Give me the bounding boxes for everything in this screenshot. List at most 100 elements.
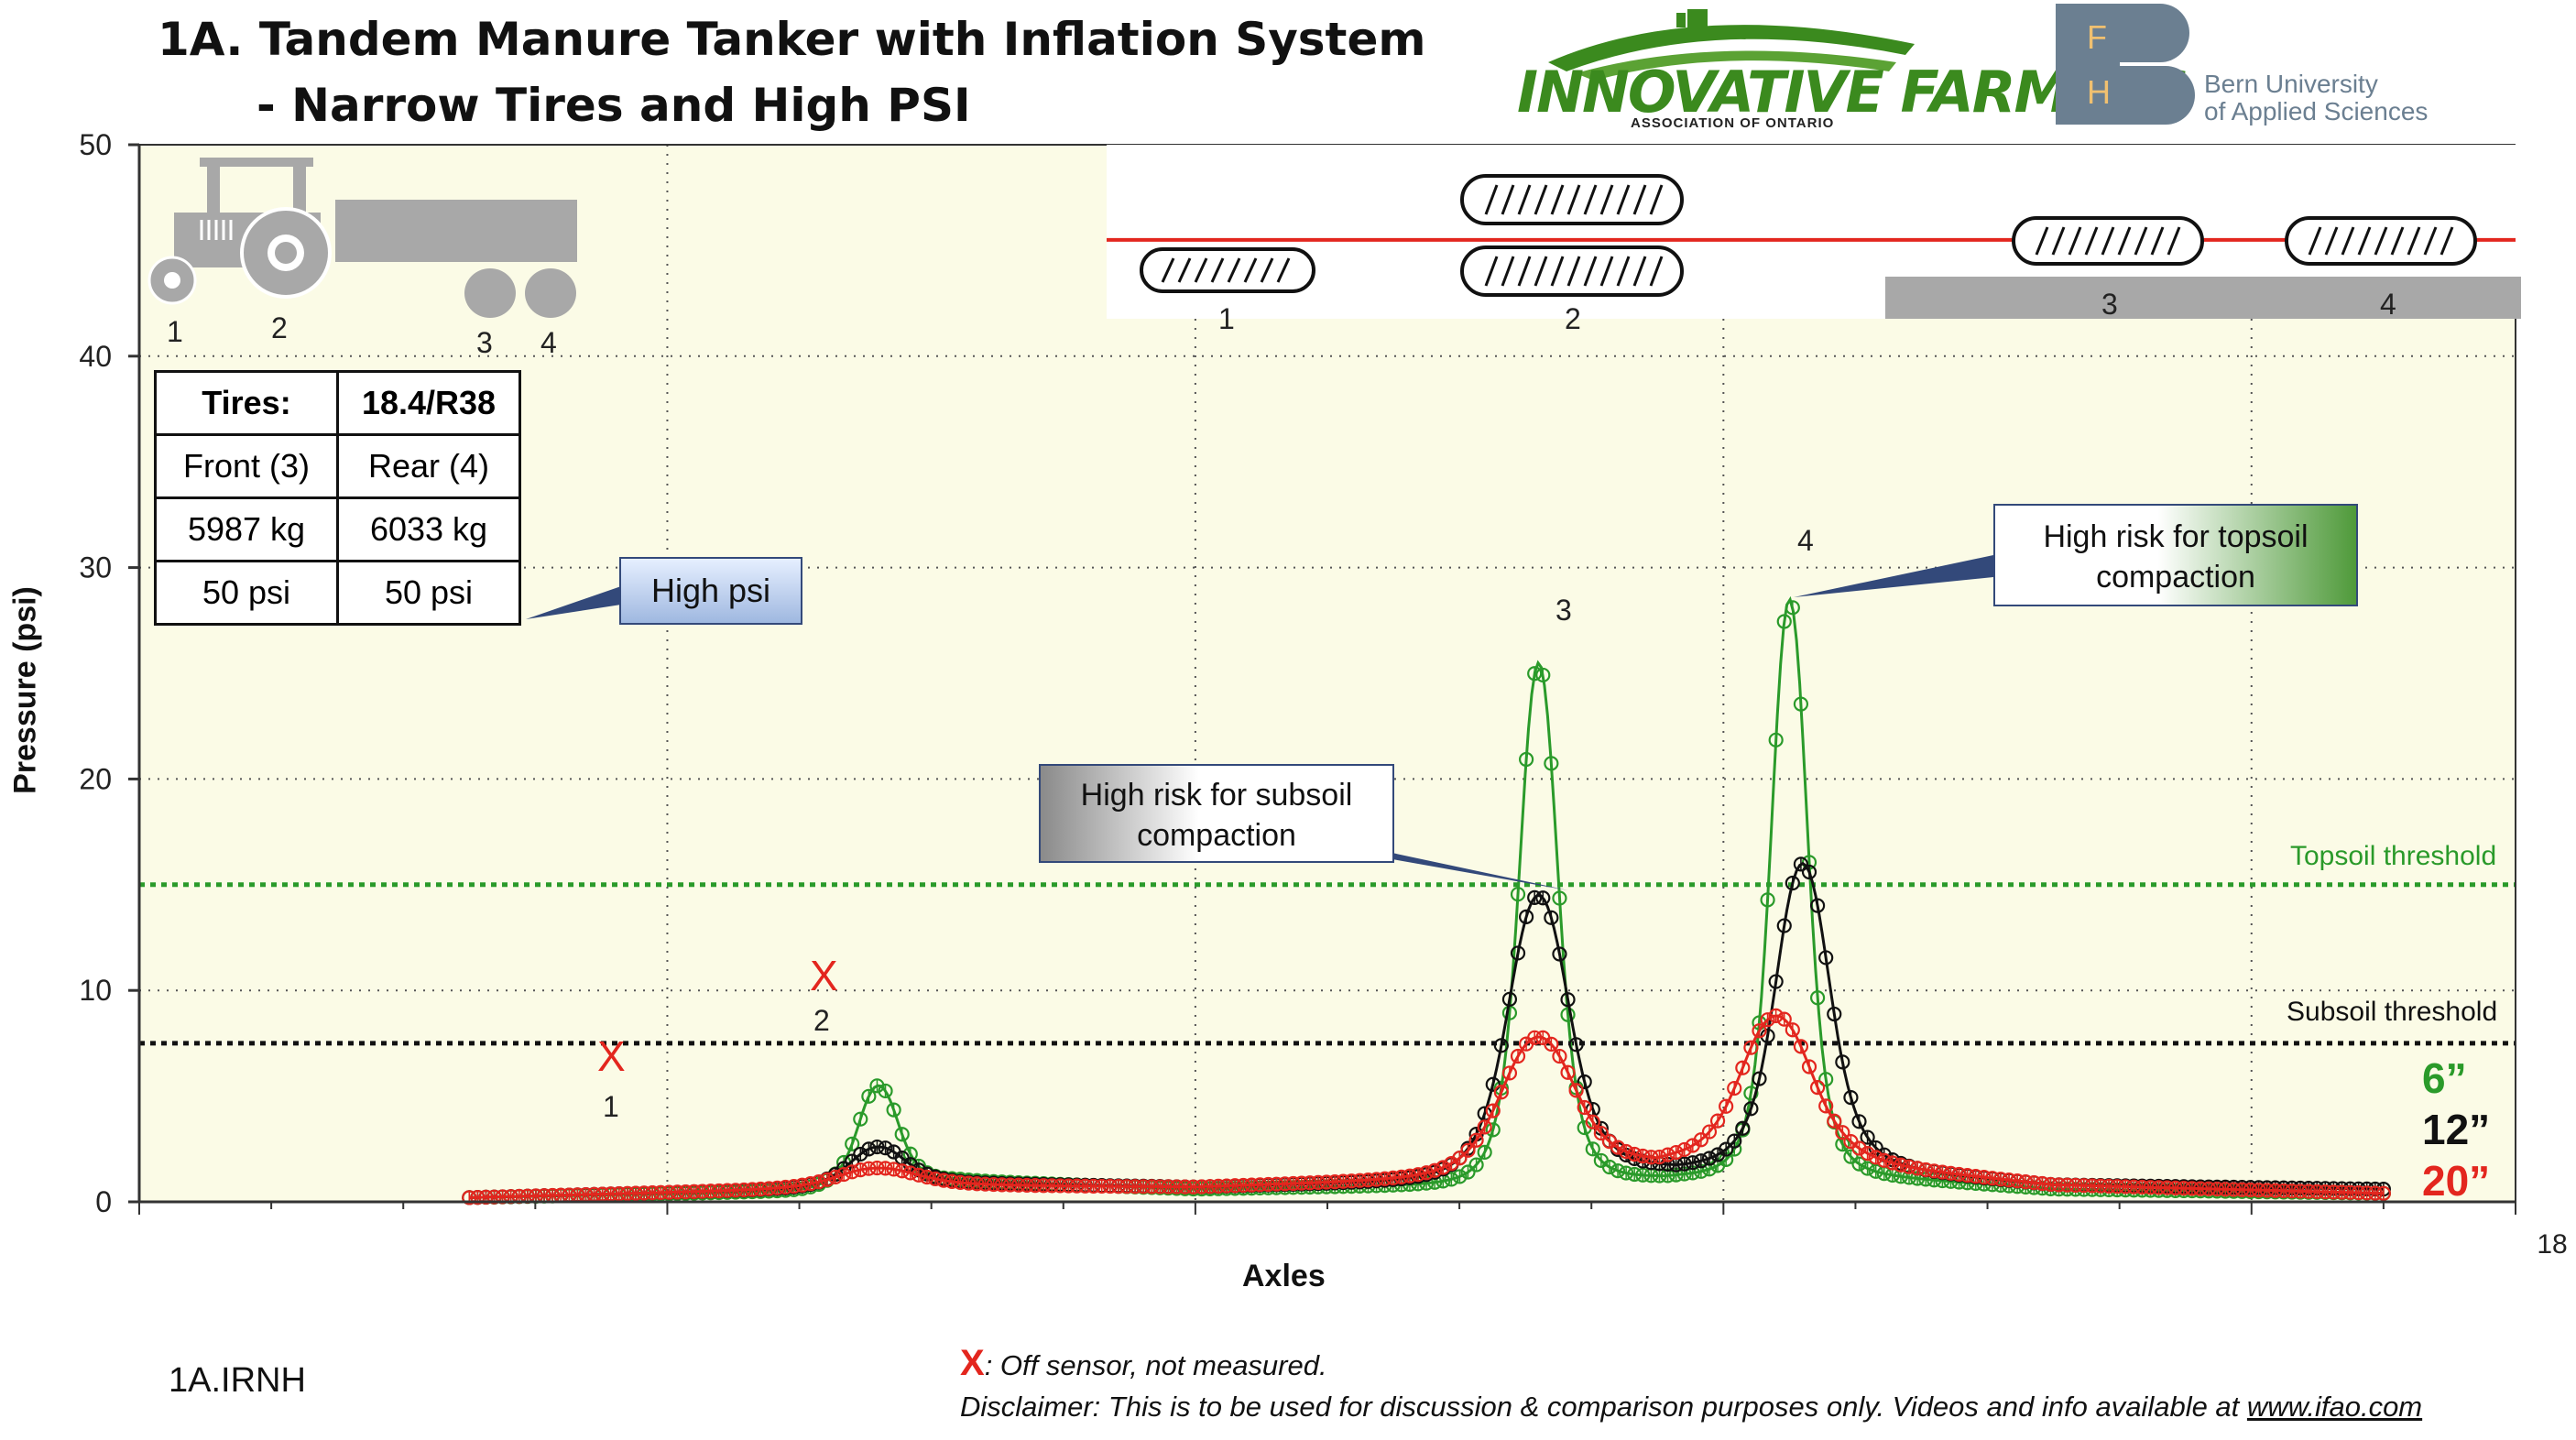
tire-icon: [1460, 245, 1684, 297]
tire-tread: [2341, 226, 2355, 256]
tires-table-cell: 50 psi: [154, 560, 339, 626]
tire-tread: [2357, 226, 2372, 256]
vehicle-label-4: 4: [540, 326, 557, 359]
bfh-logo-letter-f: F: [2087, 18, 2107, 56]
tire-tread: [2101, 226, 2115, 256]
tire-tread: [1583, 256, 1598, 287]
tire-tread: [1566, 184, 1581, 215]
tire-tread: [1583, 184, 1598, 215]
tire-tread: [1566, 256, 1581, 287]
x-axis-title: Axles: [1242, 1259, 1326, 1293]
bfh-logo-bar: [2056, 4, 2120, 125]
y-tick-label: 10: [79, 974, 112, 1007]
ifao-website-link[interactable]: www.ifao.com: [2246, 1391, 2423, 1423]
tire-tread: [1649, 256, 1664, 287]
tire-tread: [2324, 226, 2339, 256]
page-title-line2: - Narrow Tires and High PSI: [257, 79, 971, 132]
tires-table-cell: 6033 kg: [336, 496, 521, 562]
tire-tread: [1501, 256, 1515, 287]
plot-area-background: [139, 145, 2516, 1202]
tractor-roof-icon: [200, 158, 313, 167]
tractor-grille-icon: [200, 220, 233, 240]
footer-note: X: Off sensor, not measured.: [960, 1343, 1327, 1384]
tire-tread: [2423, 226, 2438, 256]
y-tick-label: 40: [79, 340, 112, 373]
tires-table-cell: 5987 kg: [154, 496, 339, 562]
series-20in: [462, 1008, 2391, 1205]
x-tick-label: 18: [2537, 1229, 2567, 1260]
tanker-frame-bar: [1885, 277, 2521, 319]
y-axis-title: Pressure (psi): [7, 586, 43, 794]
depth-label-20in: 20”: [2422, 1157, 2491, 1205]
tire-tread: [1632, 184, 1647, 215]
bfh-logo-letter-h: H: [2087, 73, 2111, 111]
page-title-line1: 1A. Tandem Manure Tanker with Inflation …: [158, 13, 1426, 66]
subsoil-risk-callout-line1: High risk for subsoil: [1080, 778, 1353, 813]
tire-tread: [1194, 257, 1208, 283]
bfh-logo-lower: [2120, 66, 2195, 125]
tires-table-header: Tires: 18.4/R38: [154, 370, 521, 436]
footer-note-text: : Off sensor, not measured.: [984, 1349, 1327, 1381]
tire-tread: [1501, 184, 1515, 215]
tires-table-cell: 50 psi: [336, 560, 521, 626]
tires-table-header-cell: Tires:: [154, 370, 339, 436]
tire-tread: [1161, 257, 1175, 283]
tire-tread: [1517, 184, 1532, 215]
tire-tread: [1177, 257, 1192, 283]
tire-icons: [1140, 174, 2477, 297]
callout-pointers: [526, 555, 1993, 890]
tire-tread: [1484, 184, 1499, 215]
tire-icon: [2012, 216, 2204, 266]
tire-tread: [1260, 257, 1274, 283]
tractor-cab-post-rear-icon: [293, 163, 306, 216]
tire-tread: [1616, 256, 1631, 287]
subsoil-threshold-label: Subsoil threshold: [2287, 997, 2498, 1027]
high-psi-callout: High psi: [619, 557, 802, 625]
tire-outline: [1460, 174, 1684, 225]
tire-tread: [1599, 184, 1614, 215]
footer-disclaimer-text: Disclaimer: This is to be used for discu…: [960, 1391, 2247, 1423]
peak-label-1: 1: [603, 1090, 619, 1123]
tires-table-cell: Rear (4): [336, 433, 521, 499]
tractor-rear-hub-center-icon: [275, 242, 297, 264]
tire-label-3: 3: [2101, 288, 2118, 321]
depth-label-6in: 6”: [2422, 1054, 2467, 1102]
tire-tread: [1534, 256, 1548, 287]
tire-label-4: 4: [2380, 288, 2396, 321]
depth-label-12in: 12”: [2422, 1106, 2491, 1153]
off-sensor-mark-2: X: [810, 952, 838, 999]
tire-tread: [1517, 256, 1532, 287]
tire-tread: [2134, 226, 2148, 256]
tire-icon: [2285, 216, 2477, 266]
tire-tread: [1534, 184, 1548, 215]
subsoil-risk-callout: High risk for subsoil compaction: [1039, 764, 1394, 863]
tire-tread: [1632, 256, 1647, 287]
tire-tread: [1227, 257, 1241, 283]
tires-table-cell: Front (3): [154, 433, 339, 499]
y-tick-label: 30: [79, 551, 112, 584]
peak-label-4: 4: [1797, 524, 1814, 557]
tire-tread: [2407, 226, 2421, 256]
topsoil-pointer: [1794, 555, 1993, 597]
tire-tread: [1210, 257, 1225, 283]
tires-table-row: Front (3) Rear (4): [154, 433, 521, 499]
tire-label-2: 2: [1565, 302, 1581, 335]
series-layer: [462, 595, 2391, 1205]
topsoil-risk-callout-line1: High risk for topsoil: [2043, 519, 2309, 554]
tire-tread: [2051, 226, 2066, 256]
bfh-logo-upper: [2120, 4, 2189, 62]
high-psi-callout-text: High psi: [650, 572, 771, 609]
tire-tread: [2440, 226, 2454, 256]
tire-tread: [2150, 226, 2165, 256]
off-sensor-mark-1: X: [597, 1032, 626, 1080]
tire-tread: [2068, 226, 2082, 256]
subsoil-pointer: [1370, 848, 1568, 890]
tire-tread: [2117, 226, 2132, 256]
subsoil-risk-callout-line2: compaction: [1137, 818, 1296, 853]
tanker-body-icon: [335, 200, 577, 262]
topsoil-threshold-label: Topsoil threshold: [2290, 841, 2497, 871]
high-psi-pointer: [526, 586, 621, 619]
tire-tread: [1616, 184, 1631, 215]
bfh-logo: F H Bern University of Applied Sciences: [2056, 4, 2569, 132]
